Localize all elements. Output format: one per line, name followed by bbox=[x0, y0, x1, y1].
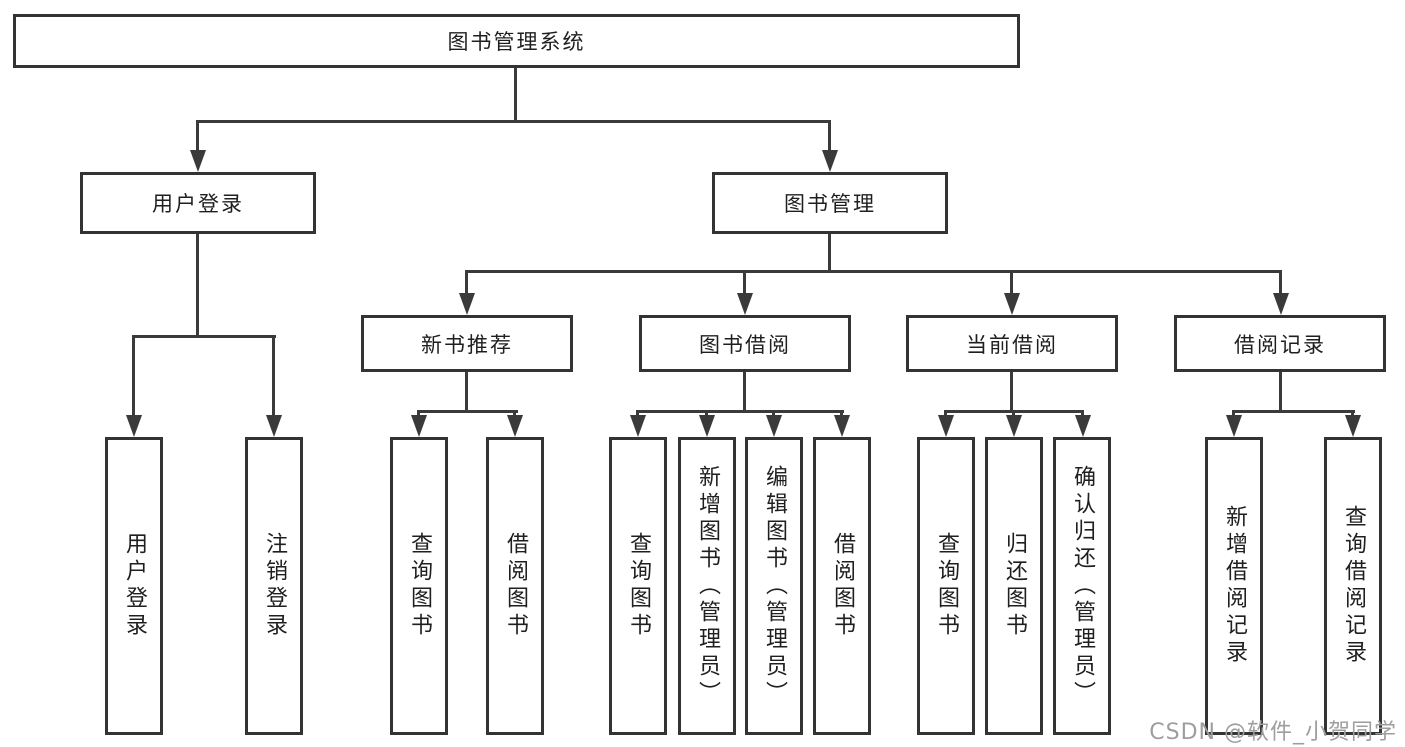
leaf-label: 查询图书 bbox=[934, 532, 959, 640]
arrowhead-icon bbox=[507, 415, 523, 437]
arrowhead-icon bbox=[1075, 415, 1091, 437]
arrowhead-icon bbox=[1004, 293, 1020, 315]
connector-stem bbox=[1279, 270, 1282, 295]
csdn-watermark: CSDN @软件_小贺同学 bbox=[1149, 720, 1397, 745]
node-label: 当前借阅 bbox=[966, 332, 1058, 357]
node-library-management-system: 图书管理系统 bbox=[13, 14, 1020, 68]
connector-rail bbox=[132, 335, 276, 338]
leaf-label: 注销登录 bbox=[262, 532, 287, 640]
node-label: 借阅记录 bbox=[1234, 332, 1326, 357]
connector-stem bbox=[1232, 410, 1235, 418]
arrowhead-icon bbox=[190, 150, 206, 172]
leaf-user-login: 用户登录 bbox=[105, 437, 163, 735]
connector-rail bbox=[1232, 410, 1355, 413]
leaf-query-books-borrowing: 查询图书 bbox=[609, 437, 667, 735]
connector-stem bbox=[705, 410, 708, 418]
connector-stem bbox=[1010, 372, 1013, 413]
connector-level3-rail bbox=[465, 270, 1282, 273]
leaf-query-books-current: 查询图书 bbox=[917, 437, 975, 735]
connector-stem bbox=[417, 410, 420, 418]
leaf-label: 借阅图书 bbox=[830, 532, 855, 640]
node-label: 图书管理 bbox=[784, 192, 876, 216]
node-label: 图书管理系统 bbox=[447, 30, 586, 54]
connector-stem bbox=[1081, 410, 1084, 418]
connector-stem bbox=[636, 410, 639, 418]
connector-rail bbox=[417, 410, 518, 413]
node-borrowing-records: 借阅记录 bbox=[1174, 315, 1386, 372]
leaf-borrow-books-recommend: 借阅图书 bbox=[486, 437, 544, 735]
node-label: 新书推荐 bbox=[421, 332, 513, 357]
leaf-query-borrow-record: 查询借阅记录 bbox=[1324, 437, 1382, 735]
arrowhead-icon bbox=[266, 415, 282, 437]
leaf-edit-book-admin: 编辑图书（管理员） bbox=[745, 437, 803, 735]
arrowhead-icon bbox=[737, 293, 753, 315]
leaf-query-books-recommend: 查询图书 bbox=[390, 437, 448, 735]
leaf-borrow-books-borrowing: 借阅图书 bbox=[813, 437, 871, 735]
leaf-add-book-admin: 新增图书（管理员） bbox=[678, 437, 736, 735]
connector-stem bbox=[1279, 372, 1282, 413]
node-book-management: 图书管理 bbox=[712, 172, 948, 234]
arrowhead-icon bbox=[1345, 415, 1361, 437]
leaf-confirm-return-admin: 确认归还（管理员） bbox=[1053, 437, 1111, 735]
arrowhead-icon bbox=[411, 415, 427, 437]
leaf-label: 查询图书 bbox=[626, 532, 651, 640]
leaf-label: 编辑图书（管理员） bbox=[762, 464, 787, 708]
connector-level2-rail bbox=[196, 120, 831, 123]
connector-stem bbox=[828, 234, 831, 273]
connector-stem bbox=[132, 335, 135, 417]
leaf-add-borrow-record: 新增借阅记录 bbox=[1205, 437, 1263, 735]
leaf-label: 查询图书 bbox=[407, 532, 432, 640]
connector-stem bbox=[772, 410, 775, 418]
connector-stem bbox=[196, 120, 199, 152]
leaf-label: 新增借阅记录 bbox=[1222, 505, 1247, 667]
node-label: 用户登录 bbox=[152, 192, 244, 216]
leaf-return-books: 归还图书 bbox=[985, 437, 1043, 735]
connector-stem bbox=[944, 410, 947, 418]
leaf-logout: 注销登录 bbox=[245, 437, 303, 735]
leaf-label: 用户登录 bbox=[122, 532, 147, 640]
connector-stem bbox=[272, 335, 275, 417]
arrowhead-icon bbox=[1273, 293, 1289, 315]
connector-stem bbox=[828, 120, 831, 152]
arrowhead-icon bbox=[822, 150, 838, 172]
node-user-login: 用户登录 bbox=[80, 172, 316, 234]
arrowhead-icon bbox=[1006, 415, 1022, 437]
connector-stem bbox=[840, 410, 843, 418]
arrowhead-icon bbox=[459, 293, 475, 315]
connector-stem bbox=[465, 372, 468, 413]
arrowhead-icon bbox=[126, 415, 142, 437]
connector-stem bbox=[196, 234, 199, 338]
leaf-label: 确认归还（管理员） bbox=[1070, 464, 1095, 708]
arrowhead-icon bbox=[1226, 415, 1242, 437]
leaf-label: 新增图书（管理员） bbox=[695, 464, 720, 708]
connector-stem bbox=[513, 410, 516, 418]
connector-rail bbox=[636, 410, 844, 413]
connector-stem bbox=[1010, 270, 1013, 295]
node-label: 图书借阅 bbox=[699, 332, 791, 357]
leaf-label: 查询借阅记录 bbox=[1341, 505, 1366, 667]
connector-stem bbox=[1351, 410, 1354, 418]
node-book-borrowing: 图书借阅 bbox=[639, 315, 851, 372]
node-new-book-recommendation: 新书推荐 bbox=[361, 315, 573, 372]
arrowhead-icon bbox=[766, 415, 782, 437]
connector-stem bbox=[743, 372, 746, 413]
connector-stem bbox=[743, 270, 746, 295]
arrowhead-icon bbox=[699, 415, 715, 437]
arrowhead-icon bbox=[938, 415, 954, 437]
leaf-label: 借阅图书 bbox=[503, 532, 528, 640]
arrowhead-icon bbox=[834, 415, 850, 437]
connector-stem bbox=[1012, 410, 1015, 418]
connector-stem bbox=[465, 270, 468, 295]
node-current-borrowing: 当前借阅 bbox=[906, 315, 1118, 372]
arrowhead-icon bbox=[630, 415, 646, 437]
leaf-label: 归还图书 bbox=[1002, 532, 1027, 640]
connector-root-stem bbox=[514, 68, 517, 123]
